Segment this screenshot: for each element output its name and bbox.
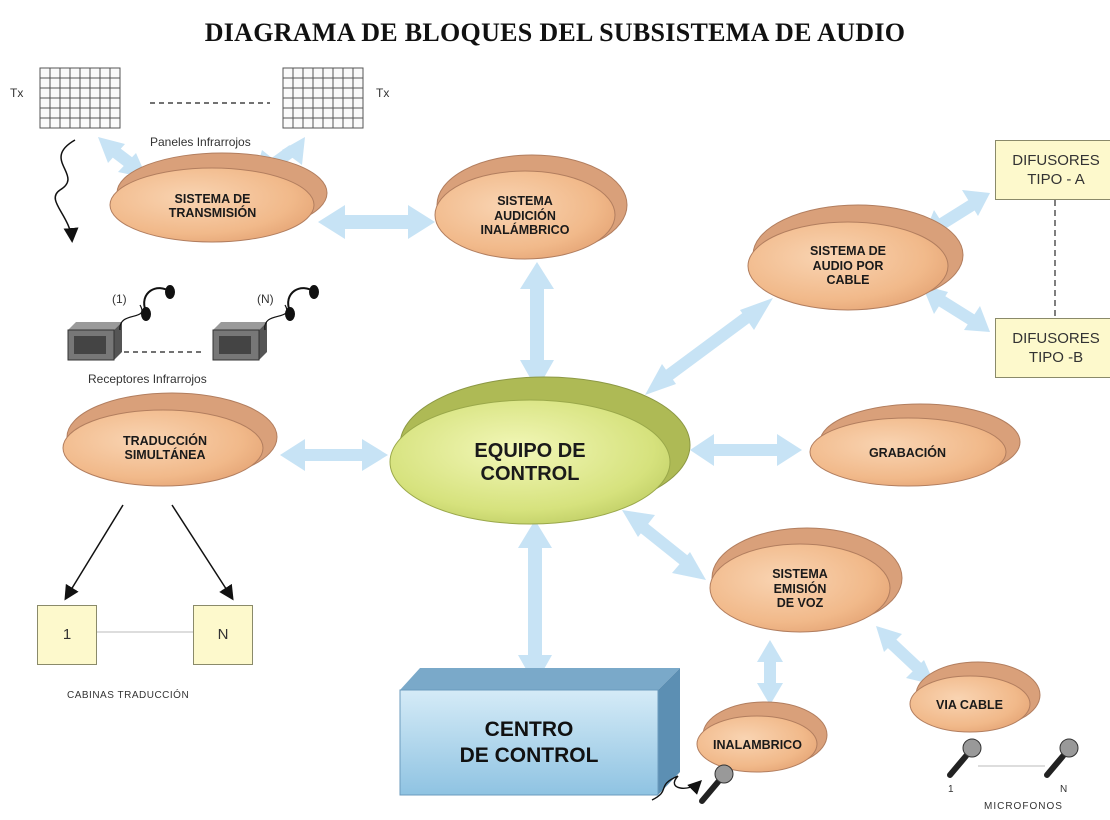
- ellipse-inalambrico: [696, 715, 818, 773]
- node-audio-cable: SISTEMA DE AUDIO POR CABLE: [810, 244, 886, 288]
- label-microfonos: MICROFONOS: [984, 801, 1063, 812]
- orange-ellipses: [62, 152, 1041, 773]
- ellipse-emision: [709, 543, 891, 633]
- arrow-to-cabina-n: [171, 504, 234, 601]
- box-difusores-a: DIFUSORES TIPO - A: [995, 140, 1110, 200]
- ellipse-equipo: [389, 399, 671, 525]
- node-audicion: SISTEMA AUDICIÓN INALÁMBRICO: [480, 194, 570, 238]
- node-emision: SISTEMA EMISIÓN DE VOZ: [772, 567, 828, 611]
- wireless-signal-icon: [651, 775, 702, 801]
- headphones-icon: [264, 285, 319, 331]
- arrow-equipo-grabacion: [690, 434, 802, 466]
- label-mic-n: N: [1060, 784, 1068, 795]
- node-grabacion: GRABACIÓN: [868, 445, 947, 460]
- receiver-icon: [212, 322, 267, 361]
- connection-arrows: [280, 205, 802, 685]
- microphone-icon: [947, 738, 982, 778]
- label-cabinas: CABINAS TRADUCCIÓN: [67, 690, 190, 701]
- arrow-audicion-equipo: [520, 262, 554, 390]
- ellipse-traduccion: [62, 409, 264, 487]
- arrow-to-cabina-1: [64, 504, 124, 601]
- ellipse-via-cable: [909, 675, 1031, 733]
- microphone-icon: [699, 764, 734, 804]
- infrared-panel-icon: [39, 67, 121, 129]
- arrow-equipo-audio-cable-shaft: [661, 310, 754, 383]
- ellipse-grabacion: [809, 417, 1007, 487]
- ellipse-audio-cable: [747, 221, 949, 311]
- label-tx-right: Tx: [376, 86, 390, 100]
- receiver-icon: [67, 322, 122, 361]
- node-centro: CENTRO DE CONTROL: [459, 718, 599, 767]
- centro-de-control-block: [399, 668, 680, 796]
- label-tx-left: Tx: [10, 86, 24, 100]
- label-mic-1: 1: [948, 784, 954, 795]
- ellipse-audicion: [434, 170, 616, 260]
- box-cabina-n: N: [193, 605, 253, 665]
- arrow-equipo-centro: [518, 520, 552, 685]
- microphone-icon: [1044, 738, 1079, 778]
- arrow-transmision-audicion: [318, 205, 435, 239]
- diagram-title: DIAGRAMA DE BLOQUES DEL SUBSISTEMA DE AU…: [204, 18, 906, 47]
- node-transmision: SISTEMA DE TRANSMISIÓN: [168, 191, 257, 220]
- label-rx-1: (1): [112, 292, 127, 306]
- ellipse-transmision: [109, 167, 315, 243]
- node-via-cable: VIA CABLE: [936, 697, 1003, 712]
- arrow-traduccion-equipo: [280, 439, 388, 471]
- infrared-wave-arrow: [54, 139, 79, 243]
- node-inalambrico: INALAMBRICO: [713, 737, 802, 752]
- label-rx-n: (N): [257, 292, 274, 306]
- label-receptores: Receptores Infrarrojos: [88, 372, 207, 386]
- node-equipo: EQUIPO DE CONTROL: [474, 440, 586, 485]
- infrared-panel-icon: [282, 67, 364, 129]
- headphones-icon: [119, 285, 175, 331]
- node-traduccion: TRADUCCIÓN SIMULTÁNEA: [122, 433, 208, 462]
- label-paneles: Paneles Infrarrojos: [150, 135, 251, 149]
- box-difusores-b: DIFUSORES TIPO -B: [995, 318, 1110, 378]
- box-cabina-1: 1: [37, 605, 97, 665]
